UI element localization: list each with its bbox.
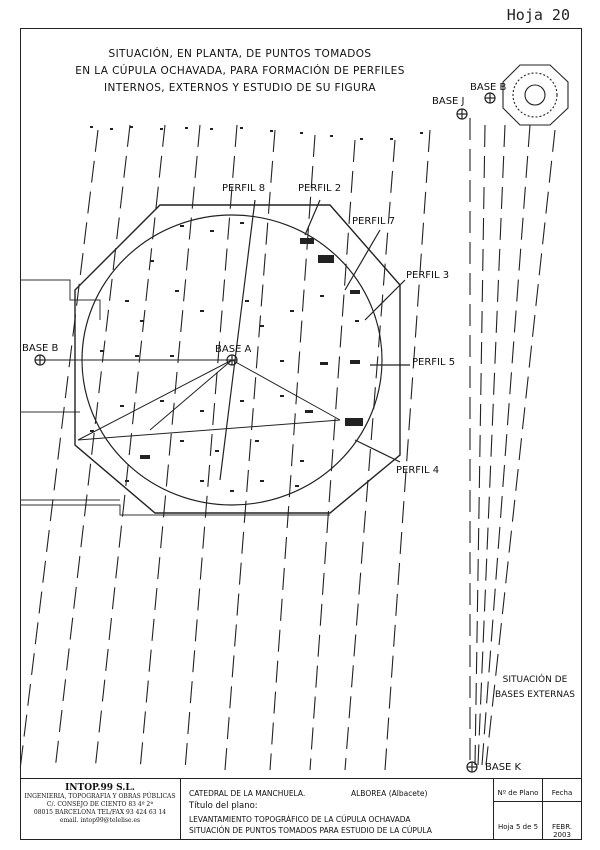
triangulation-lines	[40, 359, 341, 441]
octagon-outline	[74, 204, 401, 514]
label-base-b-top: BASE B	[470, 82, 507, 93]
drawing-title: SITUACIÓN, EN PLANTA, DE PUNTOS TOMADOS …	[60, 46, 420, 97]
label-base-b-left: BASE B	[22, 343, 59, 354]
external-grid-lines	[19, 118, 556, 771]
title-line-3: INTERNOS, EXTERNOS Y ESTUDIO DE SU FIGUR…	[104, 82, 376, 94]
date-value: FEBR. 2003	[551, 823, 573, 839]
base-markers	[34, 92, 496, 773]
base-b-octagon	[502, 64, 569, 126]
project-name: CATEDRAL DE LA MANCHUELA.	[189, 789, 306, 798]
company-name: INTOP.99 S.L.	[65, 783, 135, 793]
drawing-frame	[20, 28, 582, 840]
plan-number-value: Hoja 5 de 5	[497, 823, 539, 831]
external-note-line-2: BASES EXTERNAS	[494, 690, 576, 700]
base-a-marker	[226, 354, 238, 366]
building-outline	[20, 279, 330, 516]
interior-survey-points	[90, 222, 363, 492]
date-block: Fecha FEBR. 2003	[543, 779, 581, 839]
label-base-k: BASE K	[485, 762, 522, 773]
date-label: Fecha	[551, 789, 573, 797]
plan-title-line-1: LEVANTAMIENTO TOPOGRÁFICO DE LA CÚPULA O…	[189, 815, 411, 824]
label-perfil-8: PERFIL 8	[222, 183, 265, 194]
plan-title-line-2: SITUACIÓN DE PUNTOS TOMADOS PARA ESTUDIO…	[189, 826, 432, 835]
sheet-label: Hoja 20	[506, 6, 570, 24]
label-perfil-3: PERFIL 3	[406, 270, 449, 281]
plan-title-label: Título del plano:	[189, 801, 258, 811]
base-k-marker	[466, 761, 478, 773]
company-line-2: C/. CONSEJO DE CIENTO 83 4º 2ª	[46, 801, 154, 808]
title-line-2: EN LA CÚPULA OCHAVADA, PARA FORMACIÓN DE…	[75, 65, 405, 77]
label-perfil-4: PERFIL 4	[396, 465, 439, 476]
label-perfil-7: PERFIL 7	[352, 216, 395, 227]
label-perfil-5: PERFIL 5	[412, 357, 455, 368]
label-perfil-2: PERFIL 2	[298, 183, 341, 194]
external-note-line-1: SITUACIÓN DE	[502, 675, 568, 685]
base-j-marker	[456, 108, 468, 120]
title-cartouche: INTOP.99 S.L. INGENIERIA, TOPOGRAFIA Y O…	[20, 778, 582, 840]
company-line-1: INGENIERIA, TOPOGRAFIA Y OBRAS PÚBLICAS	[24, 793, 176, 800]
project-block: CATEDRAL DE LA MANCHUELA. ALBOREA (Albac…	[181, 779, 494, 839]
company-line-3: 08015 BARCELONA TEL/FAX 93 424 63 14	[33, 809, 167, 816]
base-b-left-marker	[34, 354, 46, 366]
plan-number-label: Nº de Plano	[497, 789, 539, 797]
title-line-1: SITUACIÓN, EN PLANTA, DE PUNTOS TOMADOS	[108, 48, 372, 60]
label-base-a: BASE A	[215, 344, 252, 355]
company-block: INTOP.99 S.L. INGENIERIA, TOPOGRAFIA Y O…	[20, 779, 181, 839]
label-base-j: BASE J	[432, 96, 465, 107]
profile-lines	[219, 199, 410, 481]
company-line-4: email. intop99@telelise.es	[59, 817, 141, 824]
base-b-top-marker	[484, 92, 496, 104]
plan-number-block: Nº de Plano Hoja 5 de 5	[494, 779, 543, 839]
project-location: ALBOREA (Albacete)	[351, 789, 428, 798]
external-bases-note: SITUACIÓN DE BASES EXTERNAS	[494, 673, 576, 703]
top-survey-points	[90, 126, 423, 140]
